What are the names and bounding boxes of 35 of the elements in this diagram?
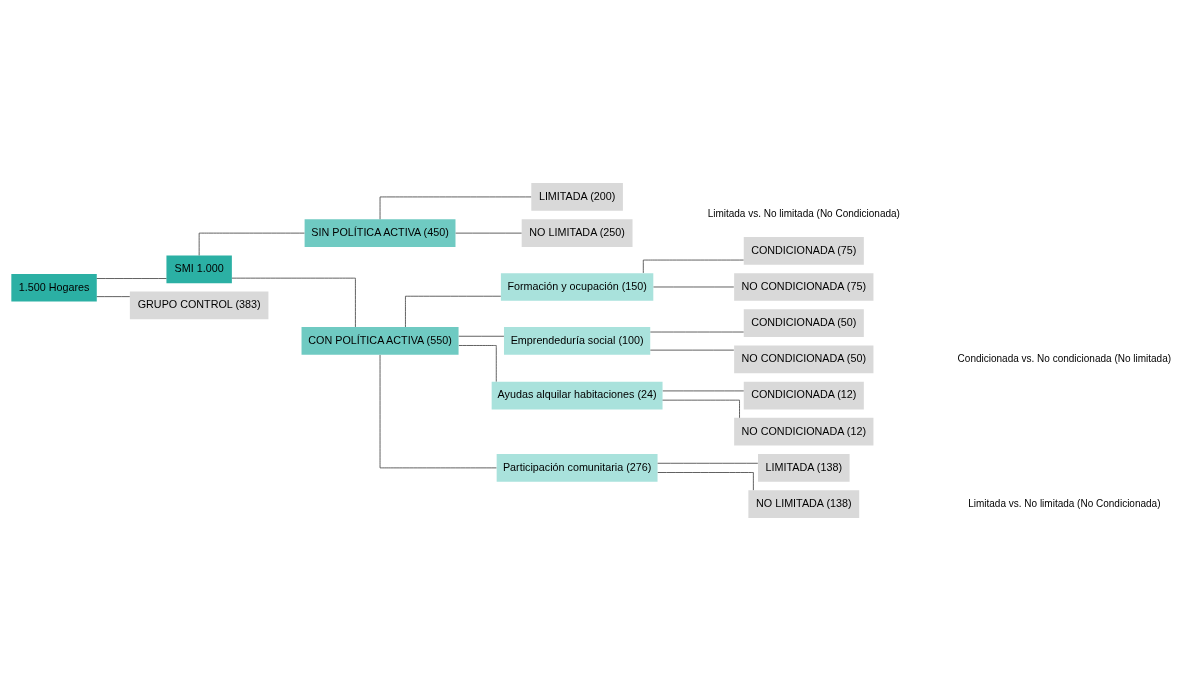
node-box: CONDICIONADA (50) [743,308,864,337]
node-box: CONDICIONADA (75) [743,236,864,265]
connector [642,259,744,273]
node-box: GRUPO CONTROL (383) [129,291,269,319]
connector [458,335,505,337]
node-box: LIMITADA (138) [758,453,850,482]
connector [657,471,754,490]
connector [379,196,532,220]
node-box: NO CONDICIONADA (12) [734,417,874,446]
node-box: Formación y ocupación (150) [500,272,654,301]
connector [96,277,167,279]
node-box: NO CONDICIONADA (50) [734,345,874,373]
node-box: LIMITADA (200) [531,182,623,211]
connector [198,232,305,256]
node-box: NO LIMITADA (138) [748,489,860,518]
node-box: 1.500 Hogares [11,273,97,302]
connector [231,277,356,327]
connector [458,344,497,382]
label: Limitada vs. No limitada (No Condicionada) [707,207,900,219]
node-box: Participación comunitaria (276) [496,453,658,482]
node-box: SMI 1.000 [166,254,232,283]
node-box: CONDICIONADA (12) [743,381,864,409]
node-box: NO CONDICIONADA (75) [734,272,874,301]
node-box: SIN POLÍTICA ACTIVA (450) [304,218,456,247]
node-box: Ayudas alquilar habitaciones (24) [491,381,663,409]
label: Condicionada vs. No condicionada (No limitada) [957,352,1172,364]
node-box: CON POLÍTICA ACTIVA (550) [301,326,459,355]
node-box: NO LIMITADA (250) [521,218,633,247]
connector [662,399,740,418]
connector [96,295,131,297]
label: Limitada vs. No limitada (No Condicionada) [968,497,1161,509]
connector [405,295,502,327]
node-box: Emprendeduría social (100) [504,326,651,355]
connector [657,462,759,464]
connector [379,354,497,468]
